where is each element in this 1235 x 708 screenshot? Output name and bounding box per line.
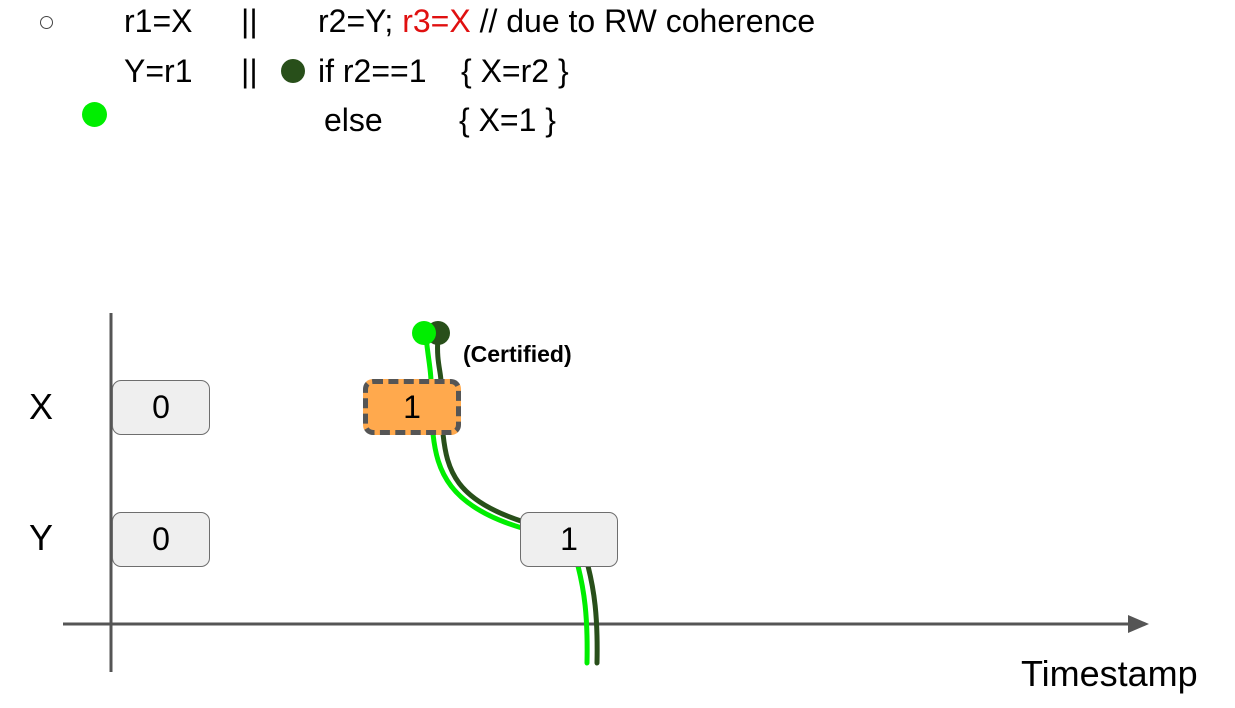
thread2-line2-cond: if r2==1 <box>318 53 427 89</box>
hollow-marker-icon <box>40 16 53 29</box>
separator-line2: || <box>241 53 258 89</box>
row-label-y: Y <box>29 517 54 558</box>
thread2-line1: r2=Y; r3=X // due to RW coherence <box>318 5 815 37</box>
row-label-x: X <box>29 386 54 427</box>
thread2-line1-prefix: r2=Y; <box>318 3 394 39</box>
x-initial-cell: 0 <box>112 380 210 435</box>
separator-line1: || <box>241 3 258 39</box>
thread2-line3-body: { X=1 } <box>459 102 556 138</box>
x-axis-label: Timestamp <box>1021 653 1198 694</box>
certified-tag: (Certified) <box>463 341 572 367</box>
thread2-line2-then: { X=r2 } <box>461 53 569 89</box>
bright-green-marker-icon <box>82 102 107 127</box>
y-initial-cell: 0 <box>112 512 210 567</box>
x-certified-cell: 1 <box>363 379 461 435</box>
y-write-cell: 1 <box>520 512 618 567</box>
dark-green-marker-icon <box>281 59 305 83</box>
thread2-line1-highlight: r3=X <box>402 3 471 39</box>
x-axis-arrowhead-icon <box>1128 615 1149 633</box>
thread2-line1-comment: // due to RW coherence <box>479 3 816 39</box>
bright-green-path-start-icon <box>412 321 436 345</box>
thread1-line2: Y=r1 <box>124 53 193 89</box>
thread1-line1: r1=X <box>124 3 193 39</box>
thread2-line3-else: else <box>324 102 383 138</box>
